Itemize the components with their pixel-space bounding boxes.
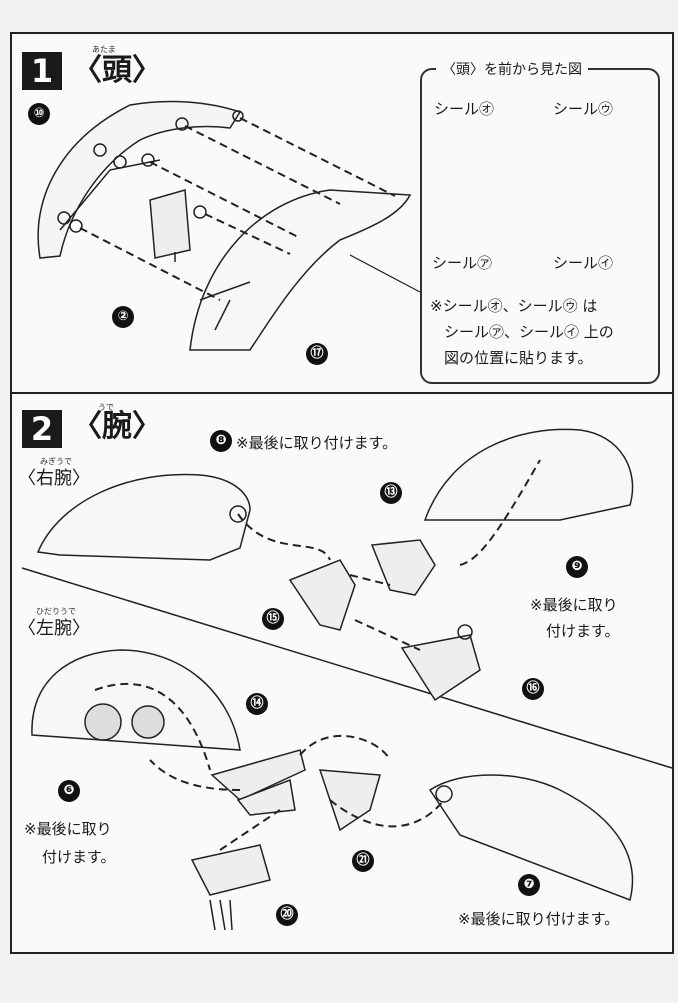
seal-a-label: シール㋐ xyxy=(432,254,493,272)
part-number-21: ㉑ xyxy=(352,850,374,872)
seal-note-line2: シール㋐、シール㋑ 上の xyxy=(444,323,614,341)
part-number-7: ❼ xyxy=(518,874,540,896)
head-front-view-callout: 〈頭〉を前から見た図 xyxy=(420,59,660,384)
step-number: 2 xyxy=(22,410,62,448)
seal-i-label: シール㋑ xyxy=(553,254,614,272)
seal-note-line3: 図の位置に貼ります。 xyxy=(444,349,593,367)
part8-note: ※最後に取り付けます。 xyxy=(236,434,398,452)
title-ruby: うで xyxy=(98,403,114,412)
part-number-9: ❾ xyxy=(566,556,588,578)
part-number-13: ⑬ xyxy=(380,482,402,504)
right-arm-ruby: みぎうで xyxy=(40,457,72,466)
part9-note-line2: 付けます。 xyxy=(546,622,620,640)
part-number-10: ⑩ xyxy=(28,103,50,125)
part-number-6: ❻ xyxy=(58,780,80,802)
part9-note-line1: ※最後に取り xyxy=(530,596,618,614)
part6-note-line2: 付けます。 xyxy=(42,848,116,866)
part7-note: ※最後に取り付けます。 xyxy=(458,910,620,928)
part-number-8: ❽ xyxy=(210,430,232,452)
part-number-2: ② xyxy=(112,306,134,328)
part-number-14: ⑭ xyxy=(246,693,268,715)
seal-o-label: シール㋔ xyxy=(434,100,495,118)
right-arm-label: 〈右腕〉 xyxy=(18,468,90,489)
part-number-15: ⑮ xyxy=(262,608,284,630)
part-number-20: ⑳ xyxy=(276,904,298,926)
left-arm-ruby: ひだりうで xyxy=(36,607,76,616)
left-arm-label: 〈左腕〉 xyxy=(18,618,90,639)
step-title-arm: 〈腕〉 xyxy=(72,409,162,444)
seal-u-label: シール㋒ xyxy=(553,100,614,118)
callout-title: 〈頭〉を前から見た図 xyxy=(436,59,588,79)
step-number: 1 xyxy=(22,52,62,90)
seal-note-line1: ※シール㋔、シール㋒ は xyxy=(430,297,598,315)
title-ruby: あたま xyxy=(92,45,116,54)
part-number-16: ⑯ xyxy=(522,678,544,700)
part-number-17: ⑰ xyxy=(306,343,328,365)
part6-note-line1: ※最後に取り xyxy=(24,820,112,838)
step-title-head: 〈頭〉 xyxy=(72,53,162,88)
